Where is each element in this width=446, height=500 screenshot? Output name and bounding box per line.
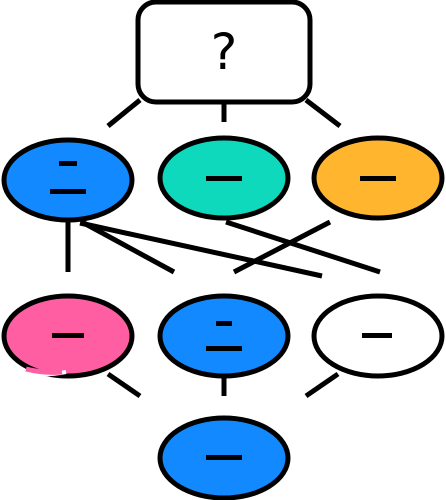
minus-long-icon [50,189,86,194]
node-symbols [50,161,396,460]
minus-short-icon [59,161,77,166]
connector-line [232,219,332,275]
connector-line [304,371,340,399]
connector-line [106,98,142,128]
question-box [135,0,313,105]
connector-line [80,219,176,275]
pink-node-gap-fill [25,366,63,375]
minus-icon [206,176,242,181]
connector-line [106,371,142,399]
connector-line [304,98,342,128]
connector-line [225,219,381,275]
minus-icon [360,176,396,181]
node-blue-top-left [1,137,135,223]
minus-icon [206,455,242,460]
minus-icon [362,333,392,338]
minus-icon [52,333,84,338]
minus-short-icon [216,321,232,326]
connector-line [79,220,323,279]
minus-long-icon [206,346,242,351]
question-mark: ? [210,23,238,81]
connector-lines [65,98,381,399]
node-blue-middle-center [157,293,291,379]
